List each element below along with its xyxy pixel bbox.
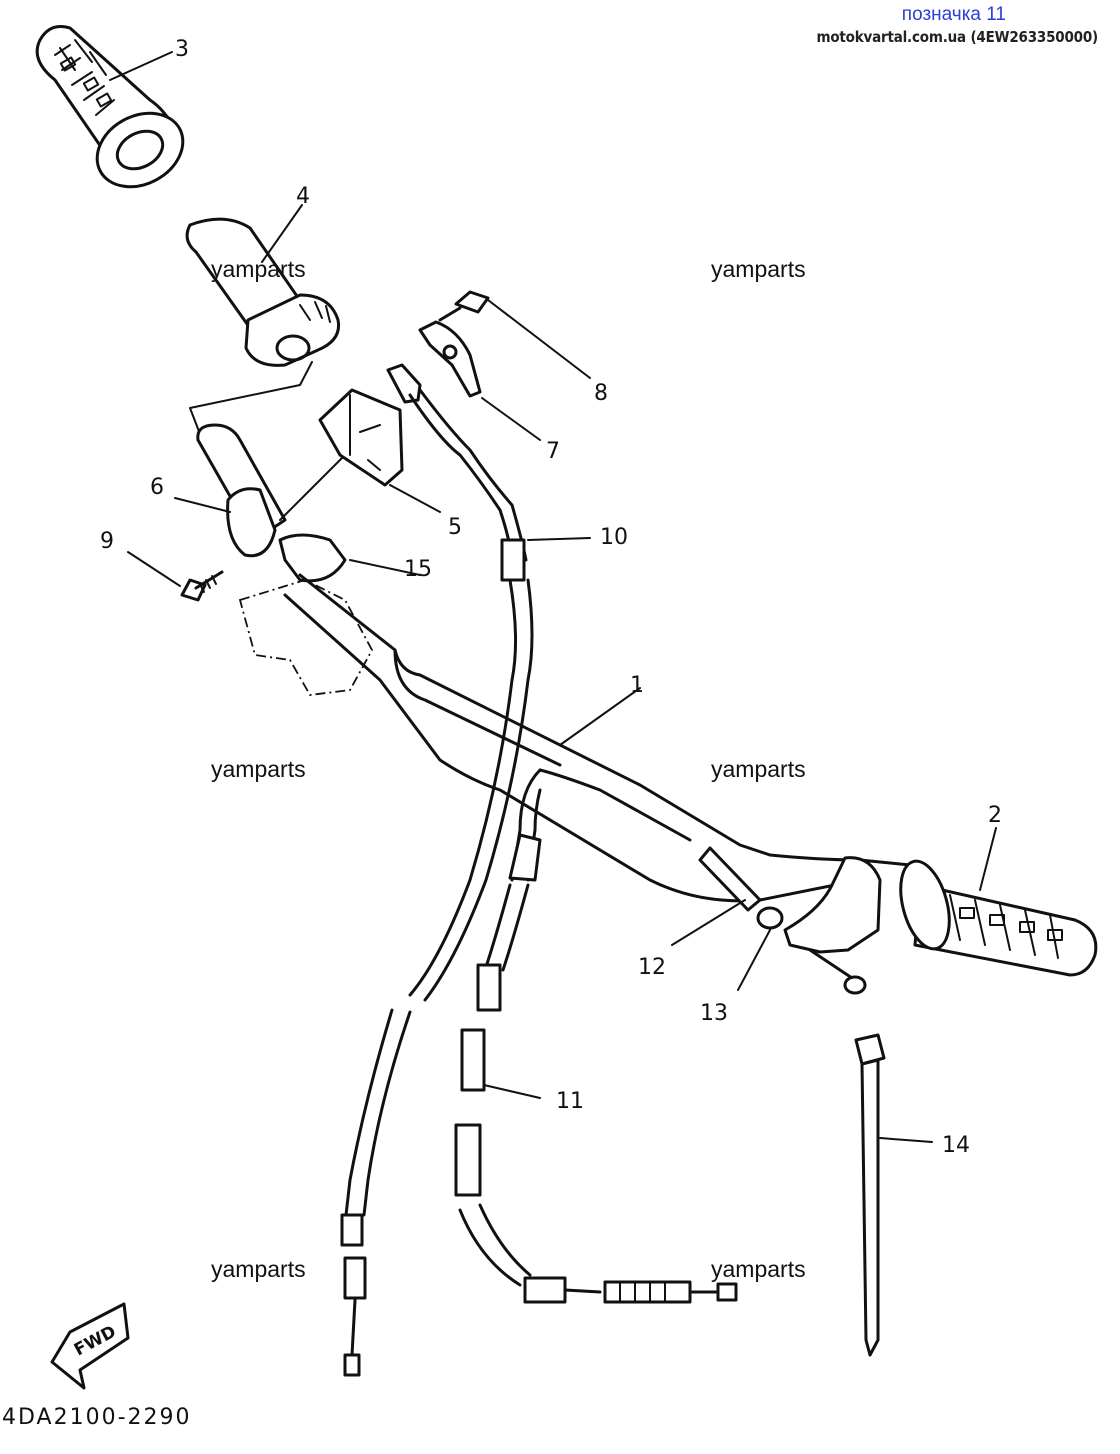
clutch-cable: [454, 768, 771, 1304]
callout-4: 4: [296, 184, 310, 209]
handlebar: [283, 573, 912, 903]
callout-10: 10: [600, 525, 628, 550]
throttle-cover: [318, 388, 441, 513]
callout-numbers: 3 4 8 7 6 5 10 9 15 1 2 12 13 11 14: [100, 37, 1002, 1158]
cable-a: [340, 578, 534, 1377]
watermark: yamparts: [711, 756, 806, 782]
callout-14: 14: [942, 1133, 970, 1158]
callout-7: 7: [546, 439, 560, 464]
leader-lines: [109, 51, 997, 891]
clutch-assembly: [756, 856, 882, 995]
header-title: позначка 11: [901, 4, 1006, 25]
callout-15: 15: [404, 557, 432, 582]
callout-9: 9: [100, 529, 114, 554]
callout-11: 11: [556, 1089, 584, 1114]
watermark: yamparts: [211, 1256, 306, 1282]
watermark: yamparts: [211, 756, 306, 782]
fwd-arrow: FWD: [50, 1302, 130, 1390]
grip-right: [899, 859, 1098, 977]
watermark: yamparts: [211, 256, 306, 282]
callout-12: 12: [638, 955, 666, 980]
throttle-cable: [386, 363, 591, 582]
watermark: yamparts: [711, 256, 806, 282]
watermark: yamparts: [711, 1256, 806, 1282]
callout-6: 6: [150, 475, 164, 500]
callout-1: 1: [630, 673, 644, 698]
header-subtitle: motokvartal.com.ua (4EW263350000): [816, 28, 1098, 46]
callout-3: 3: [175, 37, 189, 62]
screw-9: [127, 551, 224, 602]
diagram-code: 4DA2100-2290: [2, 1405, 192, 1430]
cable-tie: [854, 1033, 933, 1357]
callout-8: 8: [594, 381, 608, 406]
callout-2: 2: [988, 803, 1002, 828]
callout-5: 5: [448, 515, 462, 540]
grip-left-top: [35, 25, 185, 189]
callout-13: 13: [700, 1001, 728, 1026]
lever-bolt: [418, 290, 591, 441]
